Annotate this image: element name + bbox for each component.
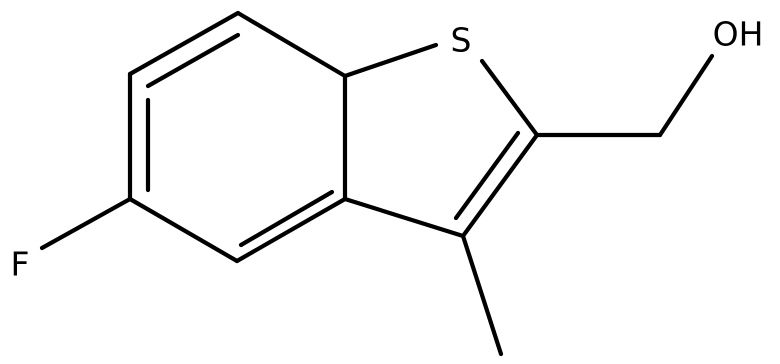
substituents — [39, 53, 715, 357]
double-bond-c6-c7 — [145, 32, 241, 89]
thiophene-ring — [342, 42, 540, 239]
bond-c4-c5 — [127, 196, 240, 264]
sulfur-label: S — [451, 21, 472, 60]
double-bond-c2-c3 — [453, 130, 521, 221]
bond-c3-methyl — [460, 233, 504, 357]
benzene-ring — [127, 10, 348, 264]
bond-c3-c3a — [342, 196, 466, 239]
bond-c5-f — [39, 196, 133, 251]
bond-c7-c7a — [235, 10, 348, 79]
bond-c3a-c4 — [234, 196, 348, 264]
fluorine-label: F — [11, 245, 30, 284]
bond-s1-c2 — [479, 58, 540, 138]
double-bond-c3a-c4 — [238, 189, 335, 248]
hydroxyl-label: OH — [713, 15, 764, 54]
bond-c6-c7 — [127, 10, 241, 77]
bond-ch2-o — [657, 53, 715, 138]
bond-c7a-s1 — [342, 42, 439, 79]
bond-c2-c3 — [460, 132, 540, 239]
